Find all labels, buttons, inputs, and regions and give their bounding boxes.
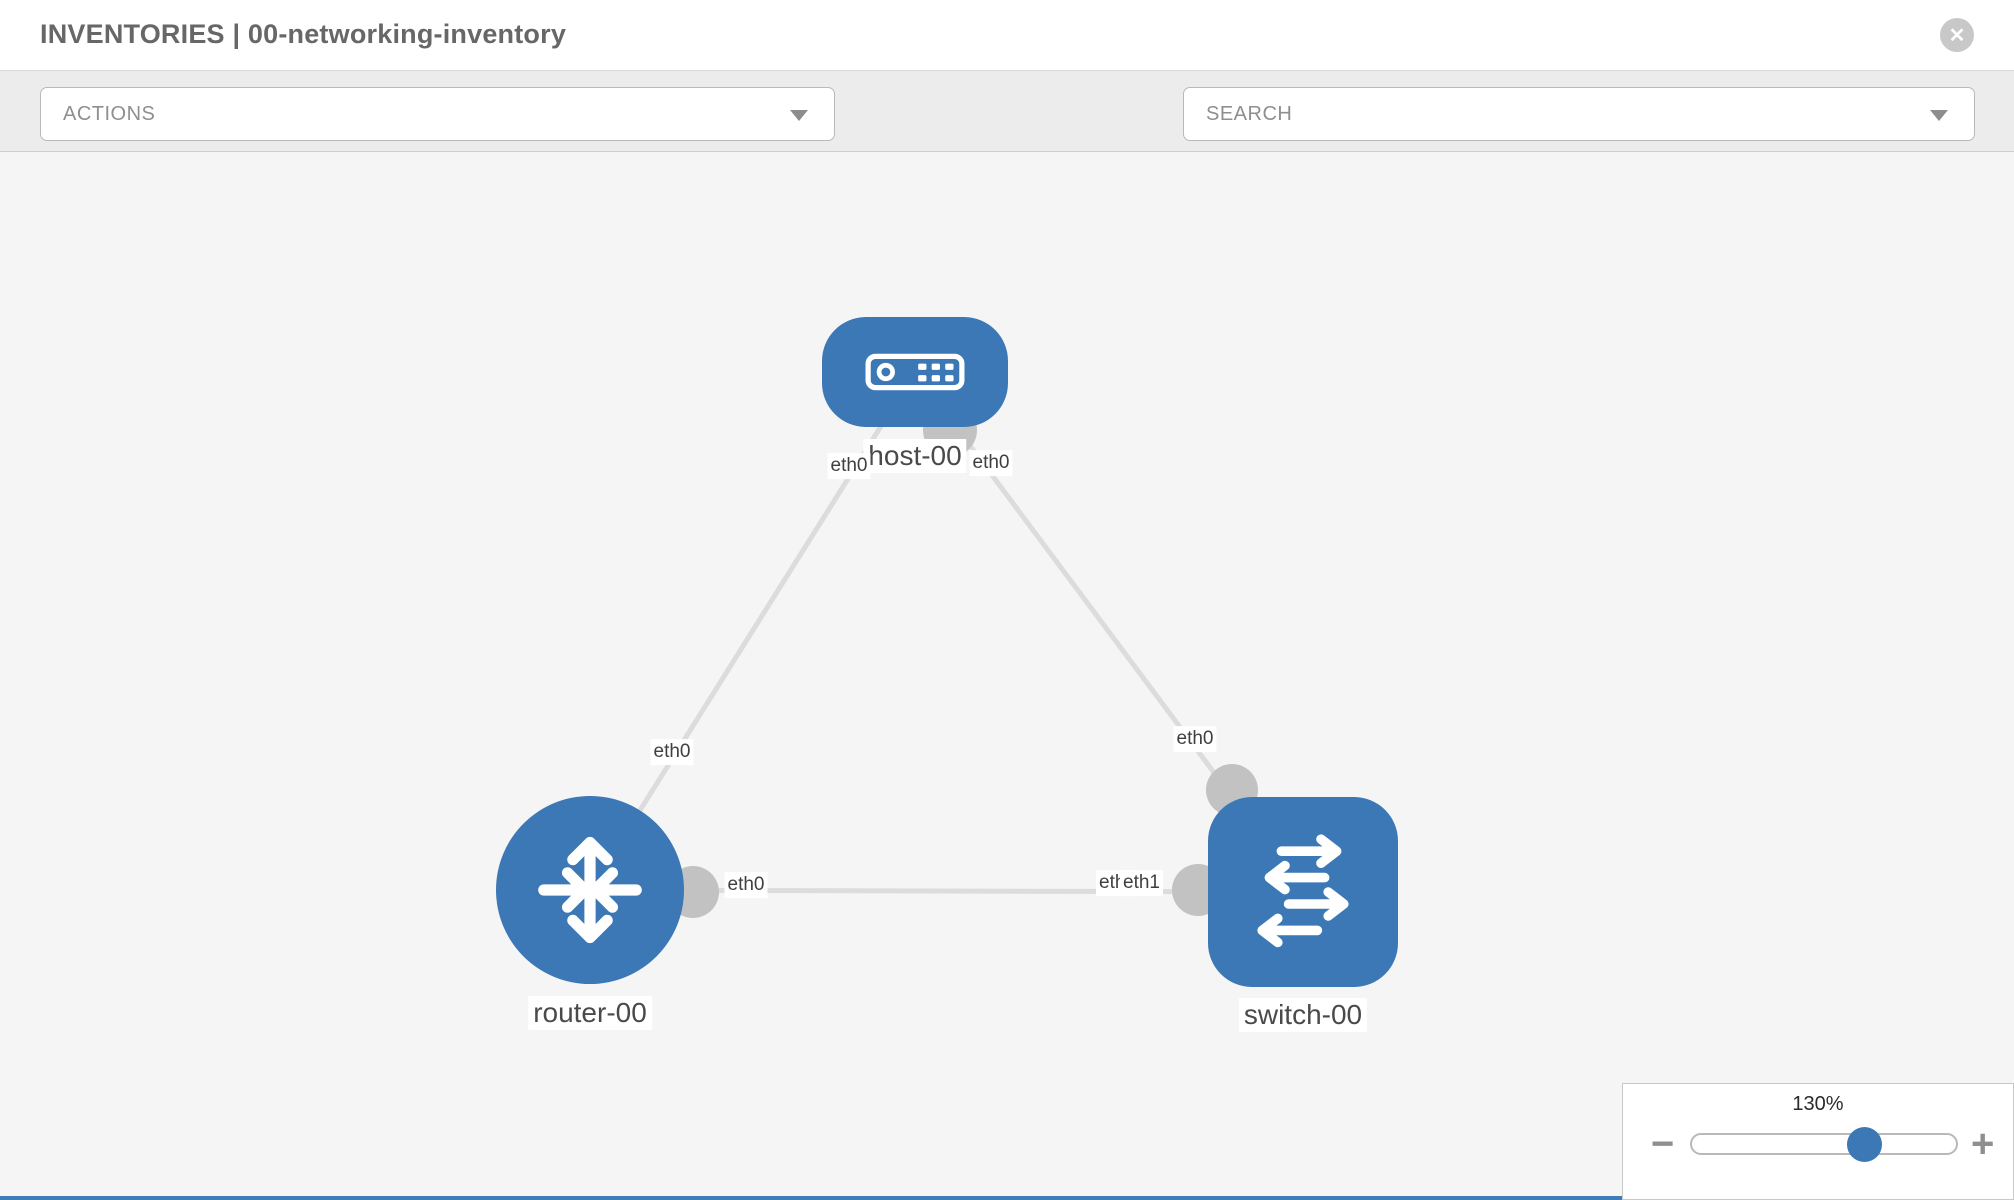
bottom-edge-strip <box>0 1196 1622 1200</box>
zoom-in-button[interactable]: + <box>1971 1122 1995 1166</box>
node-label-router: router-00 <box>528 996 652 1030</box>
node-host-00[interactable] <box>822 317 1008 427</box>
search-placeholder: SEARCH <box>1206 102 1293 125</box>
zoom-level: 130% <box>1792 1093 1844 1115</box>
host-icon <box>865 353 965 391</box>
actions-dropdown-label: ACTIONS <box>63 102 156 125</box>
links-layer <box>587 370 1306 895</box>
router-icon <box>538 836 642 944</box>
search-input[interactable]: SEARCH <box>1183 87 1975 141</box>
iface-label-host-left: eth0 <box>827 453 871 479</box>
page-title: INVENTORIES | 00-networking-inventory <box>40 19 567 49</box>
iface-label-host-router: eth0 <box>650 739 694 765</box>
toolbar: ACTIONS SEARCH <box>0 71 2014 202</box>
node-label-switch: switch-00 <box>1238 998 1368 1032</box>
header: INVENTORIES | 00-networking-inventory ✕ <box>0 0 2014 71</box>
zoom-panel: 130% − + <box>1622 1083 2014 1200</box>
iface-label-router-right: eth0 <box>724 872 768 898</box>
iface-label-host-right: eth0 <box>969 450 1013 476</box>
topology-canvas[interactable]: host-00 router-00 switch-00 eth0 eth0 et… <box>0 152 2014 1200</box>
node-switch-00[interactable] <box>1208 797 1398 987</box>
actions-dropdown[interactable]: ACTIONS <box>40 87 835 141</box>
chevron-down-icon <box>1930 110 1948 121</box>
switch-icon <box>1257 834 1349 948</box>
iface-label-switch-left: eth1 <box>1120 870 1163 896</box>
zoom-slider-thumb[interactable] <box>1847 1127 1882 1162</box>
node-router-00[interactable] <box>496 796 684 984</box>
node-label-host: host-00 <box>863 439 967 473</box>
zoom-out-button[interactable]: − <box>1651 1122 1675 1166</box>
chevron-down-icon <box>790 110 808 121</box>
zoom-slider-track[interactable] <box>1690 1133 1958 1155</box>
close-icon[interactable]: ✕ <box>1940 18 1974 52</box>
iface-label-switch-top: eth0 <box>1173 726 1217 752</box>
